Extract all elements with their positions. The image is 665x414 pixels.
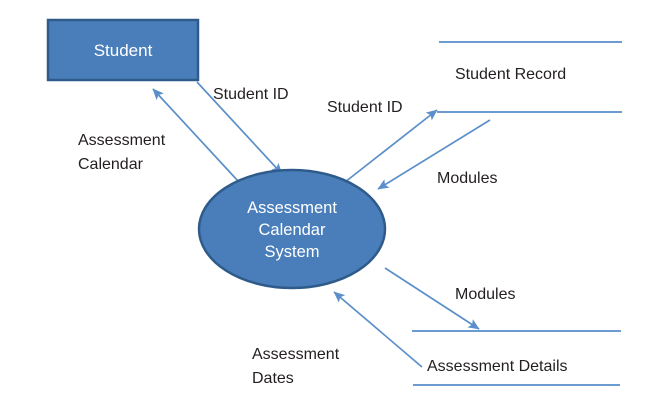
- flow-label-assessment-dates-line-2: Dates: [252, 370, 294, 387]
- flow-label-modules-to-assessment-details: Modules: [455, 286, 515, 303]
- process-ellipse: [197, 168, 387, 290]
- flow-label-modules-from-student-record: Modules: [437, 170, 497, 187]
- flow-label-assessment-calendar-line-1: Assessment: [78, 132, 166, 149]
- flow-arrow-assessment-dates-to-system[interactable]: [333, 291, 423, 368]
- flow-label-student-id-to-student-record: Student ID: [327, 99, 403, 116]
- flow-arrow-modules-to-assessment-details[interactable]: [384, 267, 480, 330]
- flow-arrow-student-id-to-system[interactable]: [196, 81, 283, 175]
- process-label-line-3: System: [264, 243, 319, 261]
- process-label-line-2: Calendar: [259, 221, 326, 239]
- process-assessment-calendar-system[interactable]: Assessment Calendar System: [197, 168, 387, 290]
- external-entity-student[interactable]: Student: [46, 18, 200, 82]
- process-label-line-1: Assessment: [247, 199, 337, 217]
- data-store-assessment-details[interactable]: Assessment Details: [412, 330, 621, 386]
- flow-arrow-assessment-calendar-to-student[interactable]: [152, 88, 239, 182]
- flow-label-assessment-dates-line-1: Assessment: [252, 346, 340, 363]
- data-store-label: Assessment Details: [427, 358, 568, 375]
- flow-label-student-id-to-system: Student ID: [213, 86, 289, 103]
- entity-label: Student: [94, 41, 153, 60]
- flow-arrow-modules-from-student-record[interactable]: [377, 119, 491, 190]
- data-store-label: Student Record: [455, 66, 566, 83]
- entity-box: [46, 18, 200, 82]
- data-store-student-record[interactable]: Student Record: [437, 41, 622, 113]
- flow-label-assessment-calendar-line-2: Calendar: [78, 156, 144, 173]
- flow-arrow-student-id-to-student-record[interactable]: [339, 109, 438, 187]
